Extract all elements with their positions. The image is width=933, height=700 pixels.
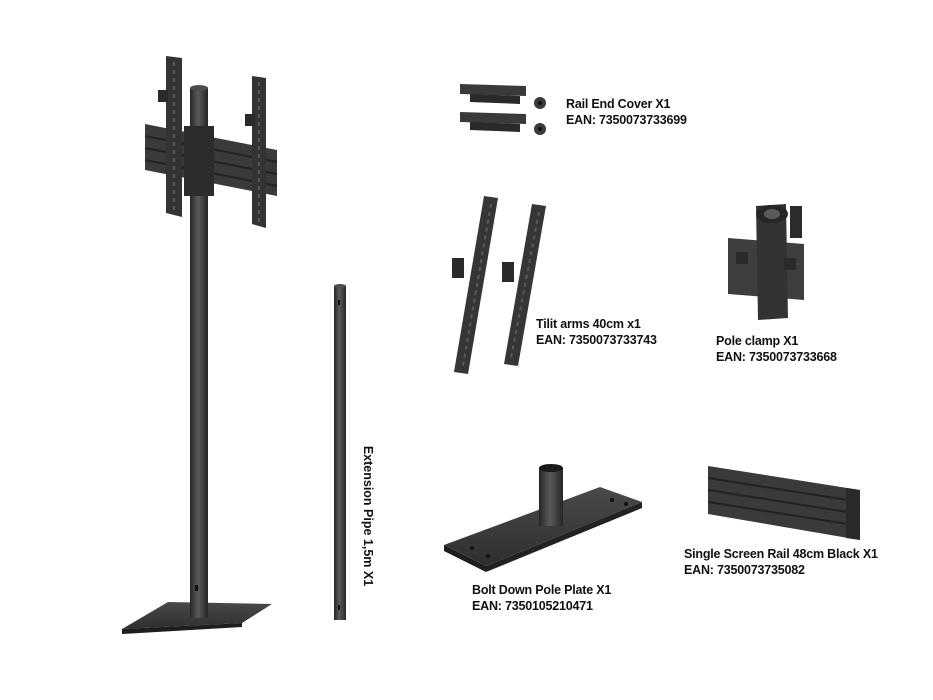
pole-clamp-name: Pole clamp X1 [716, 334, 799, 348]
screen-rail-label: Single Screen Rail 48cm Black X1 EAN: 73… [684, 546, 878, 578]
pole-clamp-label: Pole clamp X1 EAN: 7350073733668 [716, 333, 837, 365]
bolt-down-plate-ean: EAN: 7350105210471 [472, 599, 593, 613]
rail-end-cover-ean: EAN: 7350073733699 [566, 113, 687, 127]
tilt-arms-ean: EAN: 7350073733743 [536, 333, 657, 347]
tilt-arms-name: Tilit arms 40cm x1 [536, 317, 641, 331]
pole-clamp-icon [728, 204, 804, 320]
tilt-arms-label: Tilit arms 40cm x1 EAN: 7350073733743 [536, 316, 657, 348]
screen-rail-name: Single Screen Rail 48cm Black X1 [684, 547, 878, 561]
bolt-down-plate-name: Bolt Down Pole Plate X1 [472, 583, 612, 597]
pole-clamp-ean: EAN: 7350073733668 [716, 350, 837, 364]
tilt-arms-icon [452, 196, 546, 374]
floor-stand-assembled-icon [122, 56, 278, 634]
screen-rail-ean: EAN: 7350073735082 [684, 563, 805, 577]
bolt-down-plate-label: Bolt Down Pole Plate X1 EAN: 73501052104… [472, 582, 611, 614]
rail-end-cover-label: Rail End Cover X1 EAN: 7350073733699 [566, 96, 687, 128]
bolt-down-plate-icon [444, 464, 642, 572]
rail-end-cover-name: Rail End Cover X1 [566, 97, 671, 111]
screen-rail-icon [707, 466, 861, 540]
extension-pipe-label: Extension Pipe 1,5m X1 [361, 445, 375, 587]
extension-pipe-icon [334, 284, 346, 620]
rail-end-cover-icon [460, 84, 546, 135]
